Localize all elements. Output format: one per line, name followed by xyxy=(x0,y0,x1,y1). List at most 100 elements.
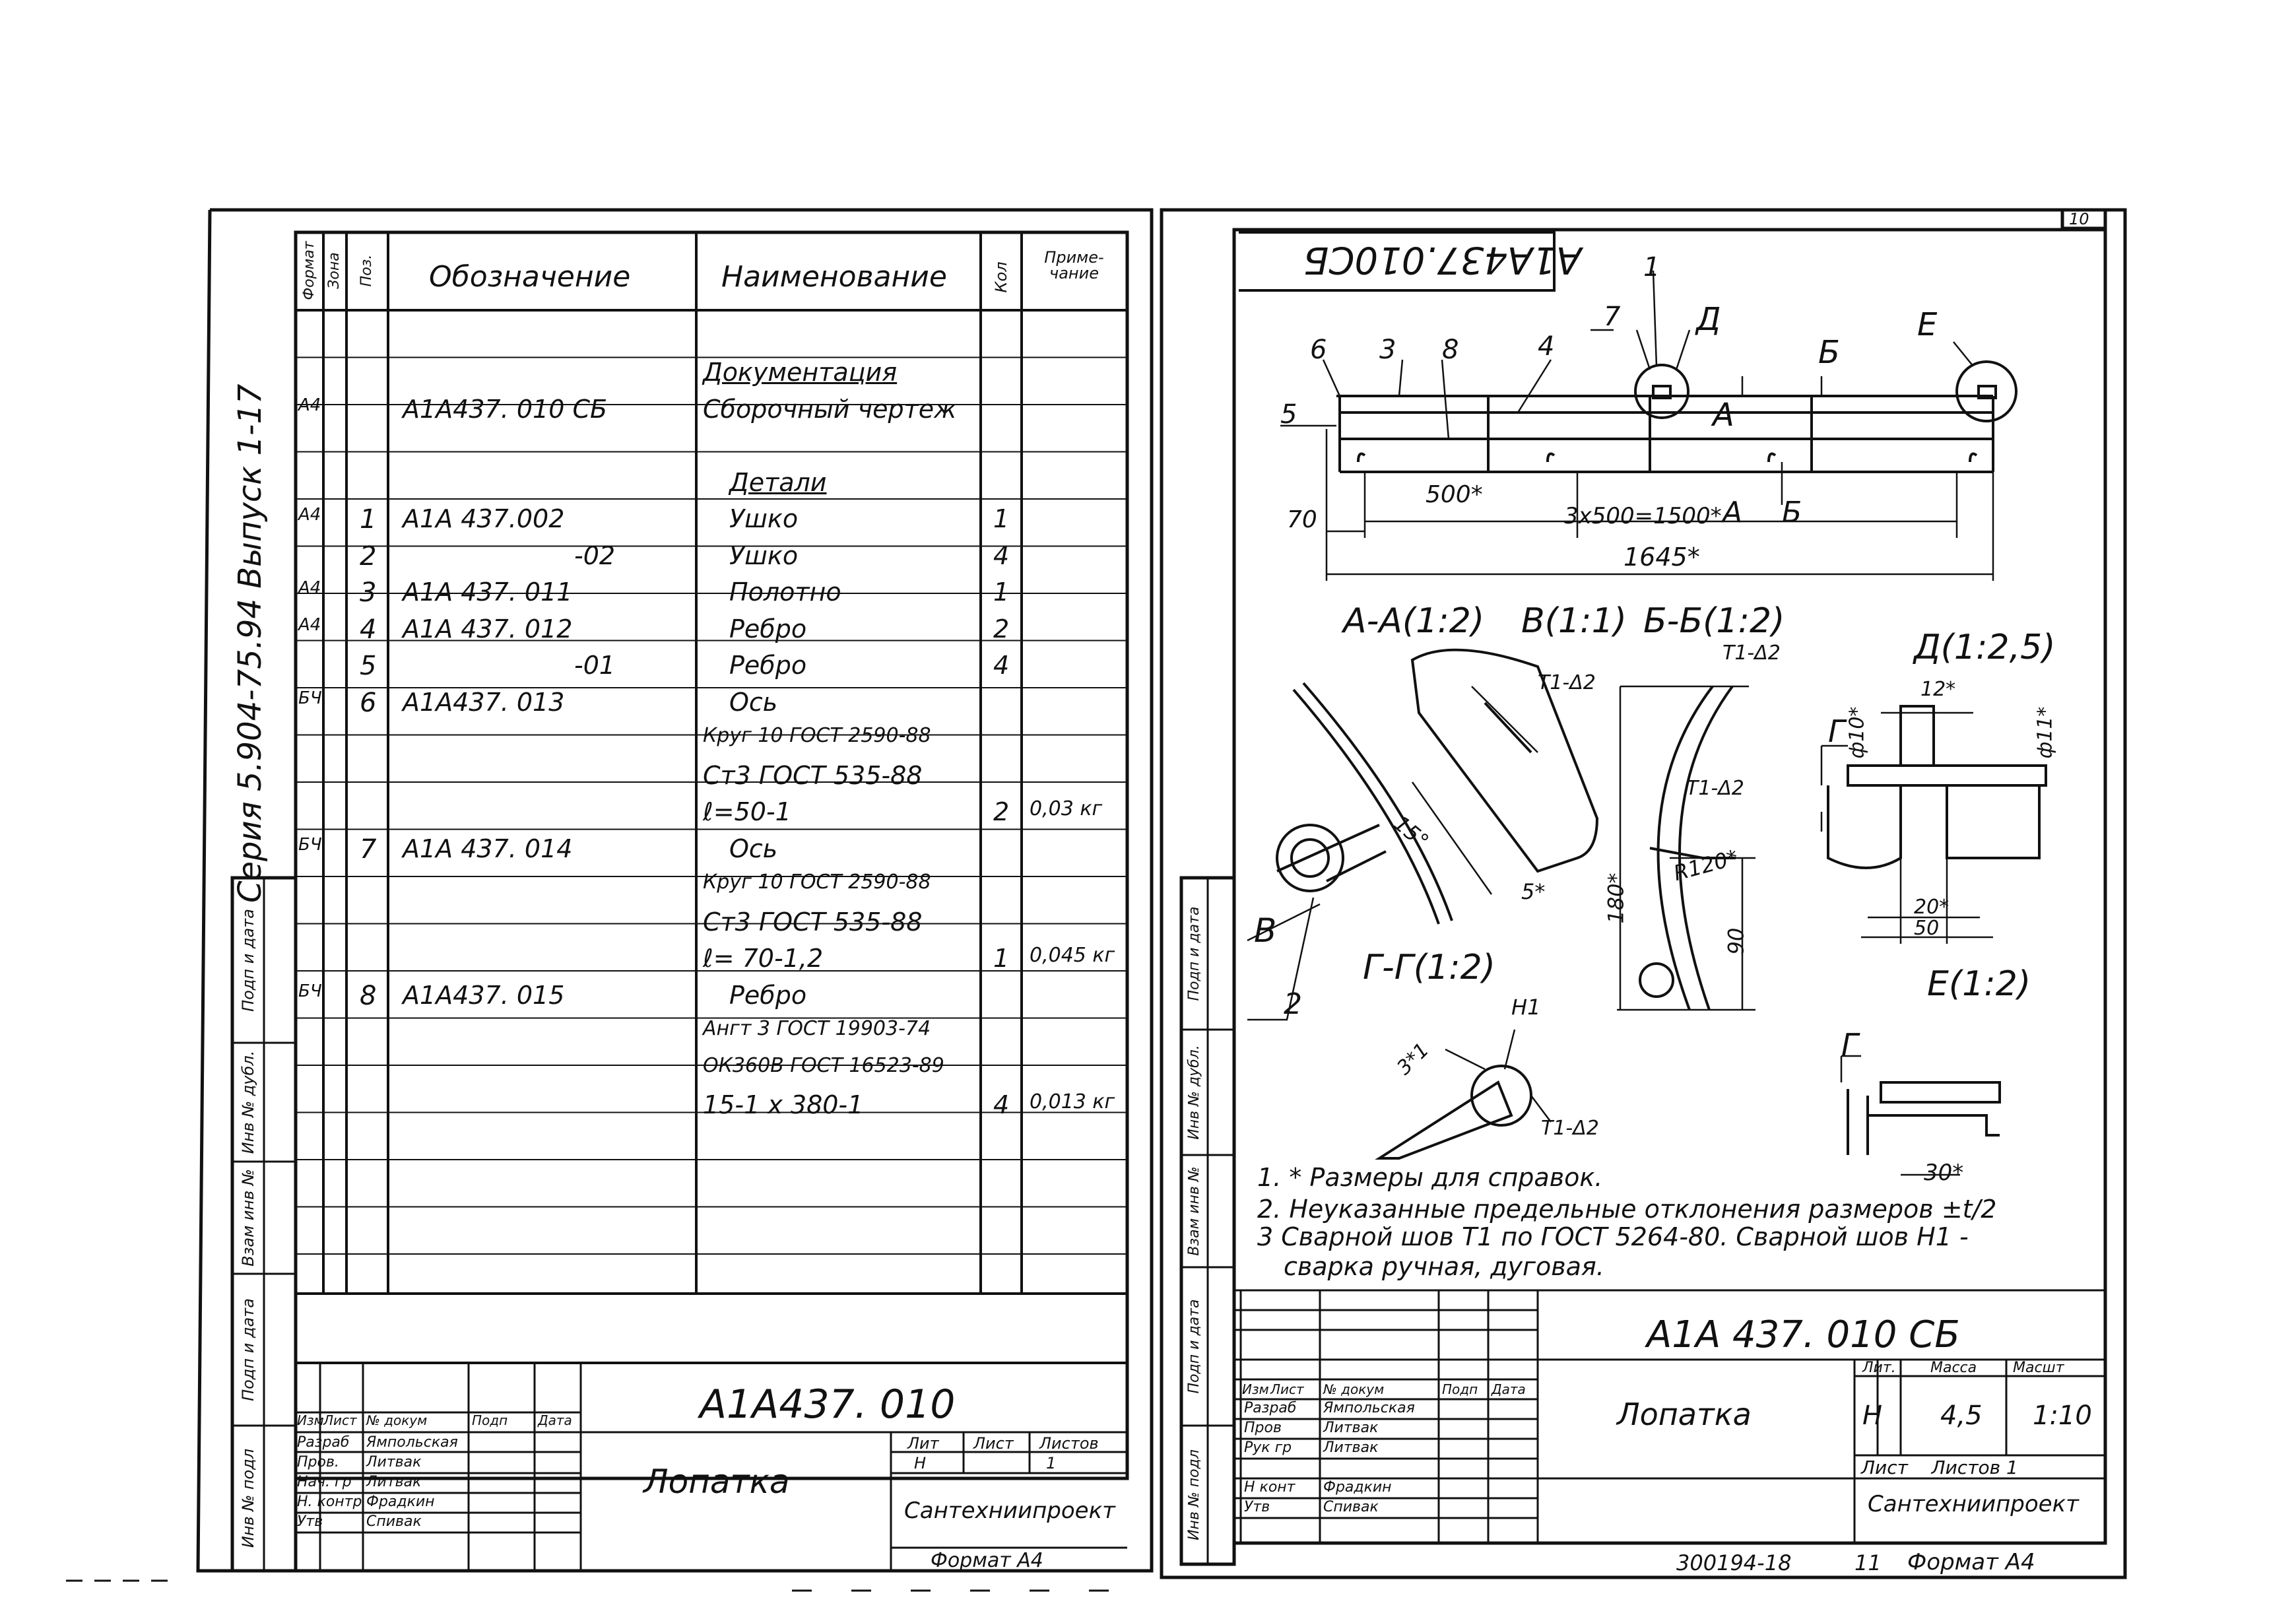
title-head-cell: Дата xyxy=(1492,1381,1526,1397)
callout-A-main: А xyxy=(1713,397,1734,434)
header-name: Наименование xyxy=(721,260,947,294)
spec-cell-designation: А1А 437. 012 xyxy=(403,614,573,644)
spec-cell-qty: 2 xyxy=(993,797,1010,826)
weld-3: Т1-Δ2 xyxy=(1686,777,1744,800)
spec-cell-note: 0,013 кг xyxy=(1030,1090,1115,1113)
callout-E: Е xyxy=(1917,306,1938,343)
series-label: Серия 5.904-75.94 Выпуск 1-17 xyxy=(232,383,269,903)
weld-4: Т1-Δ2 xyxy=(1541,1117,1599,1140)
title-role: Нач. гр xyxy=(297,1474,352,1490)
spec-cell-name: Ст3 ГОСТ 535-88 xyxy=(703,907,923,937)
callout-5: 5 xyxy=(1280,399,1297,430)
header-format: Формат xyxy=(301,241,317,300)
dim-50: 50 xyxy=(1914,917,1940,940)
title-head-cell: Изм xyxy=(297,1412,324,1428)
callout-1: 1 xyxy=(1643,252,1660,282)
title-head-cell: Подп xyxy=(472,1412,508,1428)
section-E: Е(1:2) xyxy=(1927,964,2031,1004)
spec-cell-name: Ушко xyxy=(729,504,799,533)
lit-val: Н xyxy=(1862,1401,1883,1431)
spec-cell-designation: А1А437. 010 СБ xyxy=(403,394,608,424)
spec-cell-name: Круг 10 ГОСТ 2590-88 xyxy=(703,871,931,894)
title-code-right: А1А 437. 010 СБ xyxy=(1647,1313,1960,1356)
dim-180: 180* xyxy=(1603,873,1629,924)
title-head-cell: Дата xyxy=(538,1412,572,1428)
spec-cell-name: Сборочный чертеж xyxy=(703,394,957,424)
spec-cell-pos: 2 xyxy=(360,541,377,572)
dim-dia11: ф11* xyxy=(2033,706,2057,759)
title-person: Спивак xyxy=(1323,1499,1379,1515)
section-D: Д(1:2,5) xyxy=(1914,628,2056,667)
title-person: Литвак xyxy=(1323,1439,1379,1456)
header-zone: Зона xyxy=(326,252,343,289)
title-head-cell: Подп xyxy=(1442,1381,1478,1397)
note-2: 2. Неуказанные предельные отклонения раз… xyxy=(1257,1195,1997,1224)
spec-cell-qty: 1 xyxy=(993,944,1010,973)
callout-6: 6 xyxy=(1310,335,1327,365)
spec-cell-designation: -01 xyxy=(574,651,616,680)
title-name-right: Лопатка xyxy=(1617,1397,1752,1432)
callout-B-top: Б xyxy=(1818,334,1840,371)
spec-cell-qty: 4 xyxy=(993,651,1010,680)
spec-cell-format: А4 xyxy=(298,505,321,525)
title-role: Рук гр xyxy=(1244,1439,1292,1456)
note-3: 3 Сварной шов Т1 по ГОСТ 5264-80. Сварно… xyxy=(1257,1222,1969,1251)
side-stamp-label: Подп и дата xyxy=(1186,906,1202,1001)
title-role: Утв xyxy=(1244,1499,1270,1515)
spec-cell-designation: А1А437. 015 xyxy=(403,980,565,1010)
spec-cell-qty: 1 xyxy=(993,504,1010,533)
title-role: Утв xyxy=(297,1513,323,1530)
spec-cell-format: А4 xyxy=(298,614,321,635)
dim-dia10: ф10* xyxy=(1845,706,1869,759)
callout-D: Д xyxy=(1696,301,1721,338)
lit-head: Лит. xyxy=(1862,1360,1896,1376)
side-stamp-label: Инв № дубл. xyxy=(1186,1045,1202,1140)
spec-cell-note: 0,03 кг xyxy=(1030,797,1103,820)
spec-cell-name: Ось xyxy=(729,687,778,717)
callout-G1: Г xyxy=(1828,713,1845,749)
title-head-cell: Изм xyxy=(1242,1381,1269,1397)
section-BB: Б-Б(1:2) xyxy=(1643,601,1785,641)
title-person: Ямпольская xyxy=(366,1434,458,1451)
spec-cell-pos: 1 xyxy=(360,504,377,535)
spec-cell-designation: А1А 437. 011 xyxy=(403,578,573,607)
spec-cell-name: Ребро xyxy=(729,980,807,1010)
dim-1645: 1645* xyxy=(1624,543,1700,572)
header-note: Приме-чание xyxy=(1044,248,1104,282)
title-person: Фрадкин xyxy=(1323,1479,1392,1496)
dim-90: 90 xyxy=(1723,927,1749,955)
callout-B-bottom: Б xyxy=(1782,496,1802,529)
spec-cell-name: Детали xyxy=(729,467,827,497)
spec-cell-qty: 4 xyxy=(993,541,1010,570)
dim-30: 30* xyxy=(1924,1160,1964,1186)
spec-cell-qty: 4 xyxy=(993,1090,1010,1119)
spec-cell-name: ОК360В ГОСТ 16523-89 xyxy=(703,1053,944,1077)
spec-cell-name: Ст3 ГОСТ 535-88 xyxy=(703,760,923,790)
lit-val: 1 xyxy=(1046,1454,1057,1472)
side-stamp-label: Инв № дубл. xyxy=(239,1050,257,1154)
title-head-cell: Лист xyxy=(1270,1381,1304,1397)
lit-val: 1:10 xyxy=(2033,1401,2092,1431)
spec-cell-designation: -02 xyxy=(574,541,616,570)
dim-500: 500* xyxy=(1426,481,1483,508)
lit-head: Лист xyxy=(973,1434,1014,1453)
title-person: Спивак xyxy=(366,1513,422,1530)
weld-1: Т1-Δ2 xyxy=(1722,642,1781,665)
callout-4: 4 xyxy=(1538,331,1555,362)
spec-cell-name: Полотно xyxy=(729,578,841,607)
section-GG: Г-Г(1:2) xyxy=(1363,948,1495,987)
spec-cell-name: 15-1 х 380-1 xyxy=(703,1090,864,1119)
side-stamp-label: Взам инв № xyxy=(1186,1166,1202,1256)
lit-head: Лит xyxy=(907,1434,939,1453)
spec-cell-qty: 2 xyxy=(993,614,1010,644)
lit-val: Н xyxy=(914,1454,927,1472)
title-name-left: Лопатка xyxy=(643,1463,790,1501)
lit-head: Масса xyxy=(1930,1360,1977,1376)
spec-cell-qty: 1 xyxy=(993,578,1010,607)
callout-2: 2 xyxy=(1284,987,1302,1021)
spec-cell-name: Ребро xyxy=(729,651,807,680)
title-role: Н конт xyxy=(1244,1479,1296,1496)
side-stamp-label: Инв № подл xyxy=(1186,1449,1202,1540)
sheet-number: 10 xyxy=(2069,210,2089,228)
